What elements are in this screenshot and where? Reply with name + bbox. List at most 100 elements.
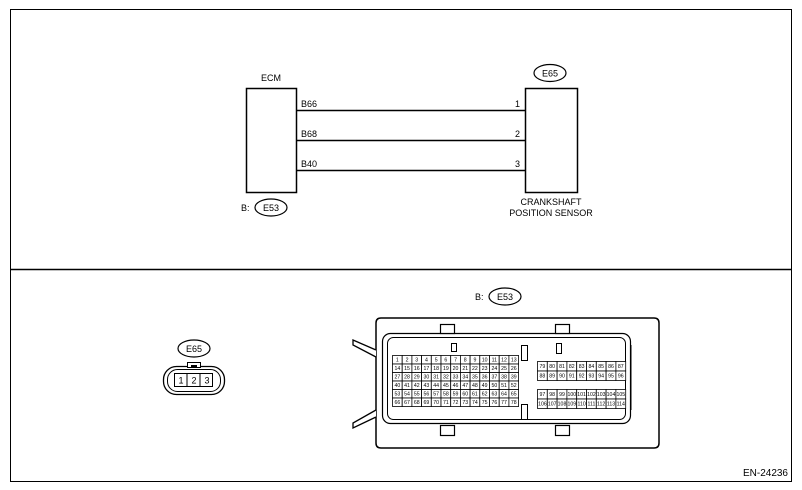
e53-pin-58: 58	[443, 392, 449, 398]
e53-pin-59: 59	[453, 392, 459, 398]
e53-pin-20: 20	[453, 366, 459, 372]
e65-pin-2: 2	[191, 376, 196, 386]
e53-pin-114: 114	[617, 402, 625, 408]
e53-pin-37: 37	[491, 375, 497, 381]
e53-pin-93: 93	[589, 374, 595, 380]
e53-pin-80: 80	[549, 364, 555, 370]
e65-pin-1: 1	[178, 376, 183, 386]
e53-pin-13: 13	[511, 358, 517, 364]
e53-pin-11: 11	[492, 358, 497, 364]
e53-pin-108: 108	[558, 402, 567, 408]
e53-pin-102: 102	[587, 392, 596, 398]
e53-pin-77: 77	[501, 400, 507, 406]
e53-pin-18: 18	[433, 366, 439, 372]
e65-pin-3: 3	[204, 376, 209, 386]
sensor-box	[524, 87, 579, 194]
e53-pin-7: 7	[454, 358, 457, 364]
e53-pin-30: 30	[424, 375, 430, 381]
e53-pin-61: 61	[472, 392, 478, 398]
e53-pin-111: 111	[587, 402, 595, 408]
e53-pin-106: 106	[538, 402, 547, 408]
e53-pin-68: 68	[414, 400, 420, 406]
e53-pin-97: 97	[540, 392, 546, 398]
sensor-pin-label-1: 1	[515, 99, 520, 109]
e53-pin-54: 54	[404, 392, 410, 398]
e53-pin-6: 6	[444, 358, 447, 364]
e53-pin-82: 82	[569, 364, 575, 370]
e53-pin-34: 34	[462, 375, 468, 381]
e65-connector-id: E65	[186, 344, 202, 354]
e53-connector-prefix: B:	[475, 292, 484, 302]
e53-pin-69: 69	[424, 400, 430, 406]
e53-pin-10: 10	[482, 358, 488, 364]
e53-pin-85: 85	[598, 364, 604, 370]
e53-pin-3: 3	[415, 358, 418, 364]
e53-pin-2: 2	[406, 358, 409, 364]
e53-pin-25: 25	[501, 366, 507, 372]
e53-pin-15: 15	[404, 366, 410, 372]
figure-code: EN-24236	[743, 468, 788, 479]
e53-pin-107: 107	[548, 402, 557, 408]
e53-pin-48: 48	[472, 383, 478, 389]
e53-pin-40: 40	[394, 383, 400, 389]
e53-pin-99: 99	[559, 392, 565, 398]
e53-pin-32: 32	[443, 375, 449, 381]
e53-pin-88: 88	[540, 374, 546, 380]
e53-pin-76: 76	[491, 400, 497, 406]
e53-pin-101: 101	[577, 392, 586, 398]
e53-pin-27: 27	[394, 375, 400, 381]
e53-pin-22: 22	[472, 366, 478, 372]
ecm-pin-label-3: B40	[301, 159, 317, 169]
e53-pin-45: 45	[443, 383, 449, 389]
e53-pin-86: 86	[608, 364, 614, 370]
e53-pin-78: 78	[511, 400, 517, 406]
e53-connector-oval	[488, 287, 522, 306]
e53-cell-114	[615, 398, 627, 409]
e53-pin-43: 43	[424, 383, 430, 389]
e53-pin-29: 29	[414, 375, 420, 381]
e53-pin-46: 46	[453, 383, 459, 389]
e53-pin-24: 24	[491, 366, 497, 372]
e53-pin-72: 72	[453, 400, 459, 406]
e53-pin-52: 52	[511, 383, 517, 389]
e53-pin-31: 31	[433, 375, 439, 381]
sensor-label-line1: CRANKSHAFT	[520, 197, 582, 207]
e53-pin-53: 53	[394, 392, 400, 398]
e53-cell-96	[615, 370, 627, 381]
e53-pin-92: 92	[579, 374, 585, 380]
e53-pin-73: 73	[462, 400, 468, 406]
e53-pin-44: 44	[433, 383, 439, 389]
e53-pin-47: 47	[462, 383, 468, 389]
e53-pin-64: 64	[501, 392, 507, 398]
e53-pin-67: 67	[404, 400, 410, 406]
e65-connector-face	[162, 362, 226, 396]
e53-pin-23: 23	[482, 366, 488, 372]
e53-pin-39: 39	[511, 375, 517, 381]
e53-pin-12: 12	[501, 358, 507, 364]
e53-pin-109: 109	[567, 402, 576, 408]
e53-pin-91: 91	[569, 374, 575, 380]
e53-pin-17: 17	[424, 366, 430, 372]
ecm-connector-id: E53	[263, 203, 279, 213]
e53-pin-112: 112	[597, 402, 605, 408]
e53-pin-95: 95	[608, 374, 614, 380]
sensor-pin-label-2: 2	[515, 129, 520, 139]
e53-pin-87: 87	[618, 364, 624, 370]
e53-pin-38: 38	[501, 375, 507, 381]
e53-pin-75: 75	[482, 400, 488, 406]
e53-pin-65: 65	[511, 392, 517, 398]
e53-pin-21: 21	[462, 366, 468, 372]
e53-pin-84: 84	[589, 364, 595, 370]
e53-pin-113: 113	[607, 402, 615, 408]
e53-pin-19: 19	[443, 366, 449, 372]
e53-pin-60: 60	[462, 392, 468, 398]
ecm-connector-prefix: B:	[241, 203, 250, 213]
e53-pin-90: 90	[559, 374, 565, 380]
e53-pin-9: 9	[474, 358, 477, 364]
e53-pin-8: 8	[464, 358, 467, 364]
sensor-label-line2: POSITION SENSOR	[509, 208, 593, 218]
ecm-pin-label-1: B66	[301, 99, 317, 109]
e53-pin-49: 49	[482, 383, 488, 389]
e53-pin-103: 103	[597, 392, 606, 398]
